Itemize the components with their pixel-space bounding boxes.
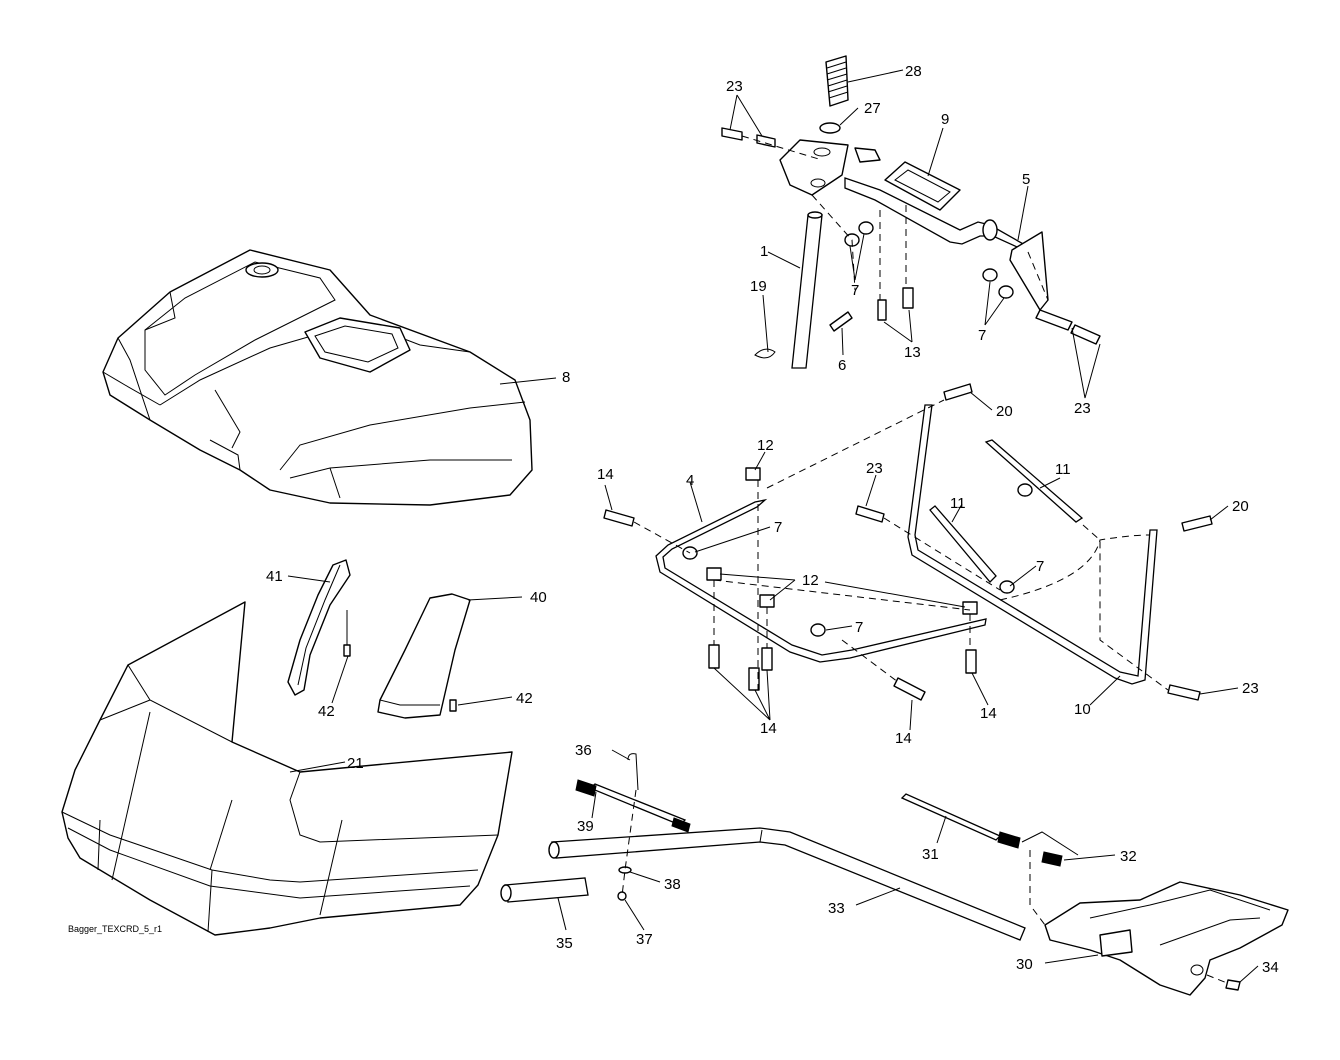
callout-11: 11 xyxy=(1055,461,1071,478)
callout-42: 42 xyxy=(516,690,533,707)
callout-28: 28 xyxy=(905,63,922,80)
callout-30: 30 xyxy=(1016,956,1033,973)
callout-14: 14 xyxy=(760,720,777,737)
callout-1: 1 xyxy=(760,243,768,260)
callout-12: 12 xyxy=(757,437,774,454)
callout-23: 23 xyxy=(726,78,743,95)
callouts: 28 27 9 23 5 1 19 6 7 13 7 23 8 20 20 12… xyxy=(68,63,1279,976)
part-8-bagger-cover xyxy=(102,249,533,506)
callout-11: 11 xyxy=(950,495,966,512)
drawing-reference: Bagger_TEXCRD_5_r1 xyxy=(68,924,162,934)
part-41-side-plate xyxy=(287,559,351,696)
callout-6: 6 xyxy=(838,357,846,374)
callout-7: 7 xyxy=(1036,558,1044,575)
callout-41: 41 xyxy=(266,568,283,585)
callout-7: 7 xyxy=(774,519,782,536)
callout-12: 12 xyxy=(802,572,819,589)
callout-7: 7 xyxy=(978,327,986,344)
callout-7: 7 xyxy=(851,282,859,299)
callout-23: 23 xyxy=(866,460,883,477)
callout-14: 14 xyxy=(895,730,912,747)
callout-36: 36 xyxy=(575,742,592,759)
callout-35: 35 xyxy=(556,935,573,952)
callout-9: 9 xyxy=(941,111,949,128)
callout-33: 33 xyxy=(828,900,845,917)
handle-assembly xyxy=(721,55,1101,369)
part-21-bagger-body xyxy=(61,601,513,936)
callout-20: 20 xyxy=(996,403,1013,420)
part-42-screws xyxy=(343,610,457,712)
callout-21: 21 xyxy=(347,755,364,772)
callout-14: 14 xyxy=(597,466,614,483)
lower-assembly xyxy=(500,753,1289,996)
callout-23: 23 xyxy=(1242,680,1259,697)
callout-40: 40 xyxy=(530,589,547,606)
callout-4: 4 xyxy=(686,472,694,489)
callout-23: 23 xyxy=(1074,400,1091,417)
callout-13: 13 xyxy=(904,344,921,361)
leader-lines xyxy=(287,69,1259,983)
callout-34: 34 xyxy=(1262,959,1279,976)
callout-19: 19 xyxy=(750,278,767,295)
callout-20: 20 xyxy=(1232,498,1249,515)
callout-10: 10 xyxy=(1074,701,1091,718)
callout-32: 32 xyxy=(1120,848,1137,865)
callout-5: 5 xyxy=(1022,171,1030,188)
callout-39: 39 xyxy=(577,818,594,835)
callout-7: 7 xyxy=(855,619,863,636)
callout-37: 37 xyxy=(636,931,653,948)
callout-27: 27 xyxy=(864,100,881,117)
callout-8: 8 xyxy=(562,369,570,386)
callout-42: 42 xyxy=(318,703,335,720)
callout-14: 14 xyxy=(980,705,997,722)
part-40-cover-plate xyxy=(377,593,471,719)
callout-38: 38 xyxy=(664,876,681,893)
frame-assembly xyxy=(603,383,1213,701)
callout-31: 31 xyxy=(922,846,939,863)
